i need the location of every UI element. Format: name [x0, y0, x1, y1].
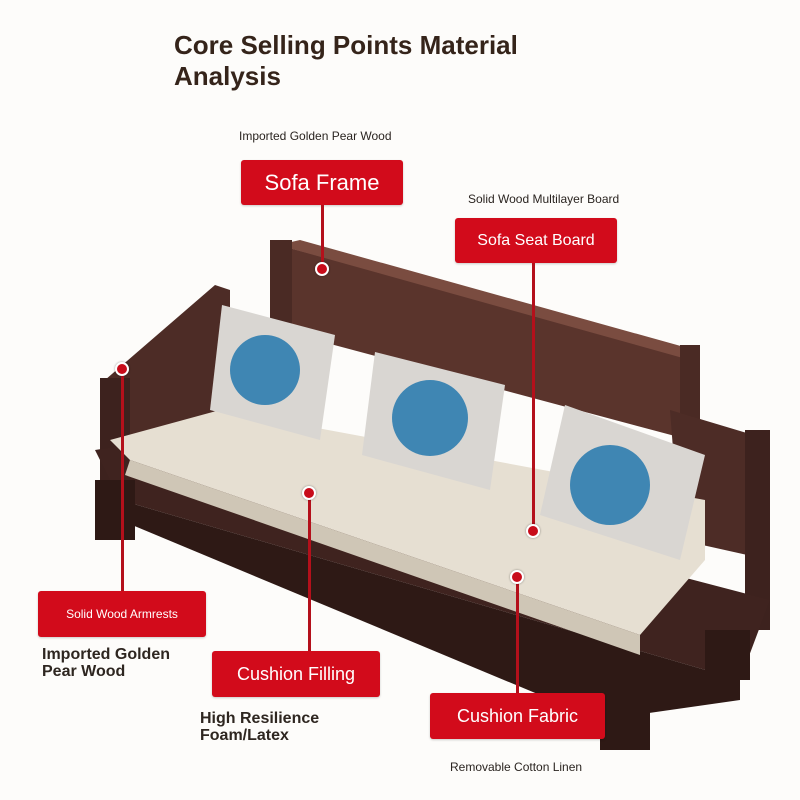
- sofa-seat-board-tag: Sofa Seat Board: [455, 218, 617, 263]
- fabric-detail: Removable Cotton Linen: [450, 760, 583, 774]
- frame-detail: Imported Golden Pear Wood: [239, 129, 392, 143]
- seat-board-detail: Solid Wood Multilayer Board: [468, 192, 620, 206]
- seat-cushion: [110, 410, 705, 655]
- pillow-right: [540, 405, 705, 560]
- armrests-leader-line: [121, 369, 124, 591]
- cushion-filling-tag: Cushion Filling: [212, 651, 380, 697]
- sofa-frame-tag: Sofa Frame: [241, 160, 403, 205]
- pillow-left: [210, 305, 335, 440]
- filling-detail: High Resilience Foam/Latex: [200, 710, 320, 744]
- seat-board-leader-line: [532, 263, 535, 531]
- filling-leader-line: [308, 493, 311, 651]
- fabric-leader-line: [516, 577, 519, 693]
- pillow-middle: [362, 352, 505, 490]
- armrests-detail: Imported Golden Pear Wood: [42, 646, 170, 680]
- seat-board-marker-dot: [526, 524, 540, 538]
- armrests-marker-dot: [115, 362, 129, 376]
- fabric-marker-dot: [510, 570, 524, 584]
- frame-leader-line: [321, 205, 324, 268]
- filling-marker-dot: [302, 486, 316, 500]
- solid-wood-armrests-tag: Solid Wood Armrests: [38, 591, 206, 637]
- page-title: Core Selling Points Material Analysis: [174, 30, 518, 91]
- cushion-fabric-tag: Cushion Fabric: [430, 693, 605, 739]
- frame-marker-dot: [315, 262, 329, 276]
